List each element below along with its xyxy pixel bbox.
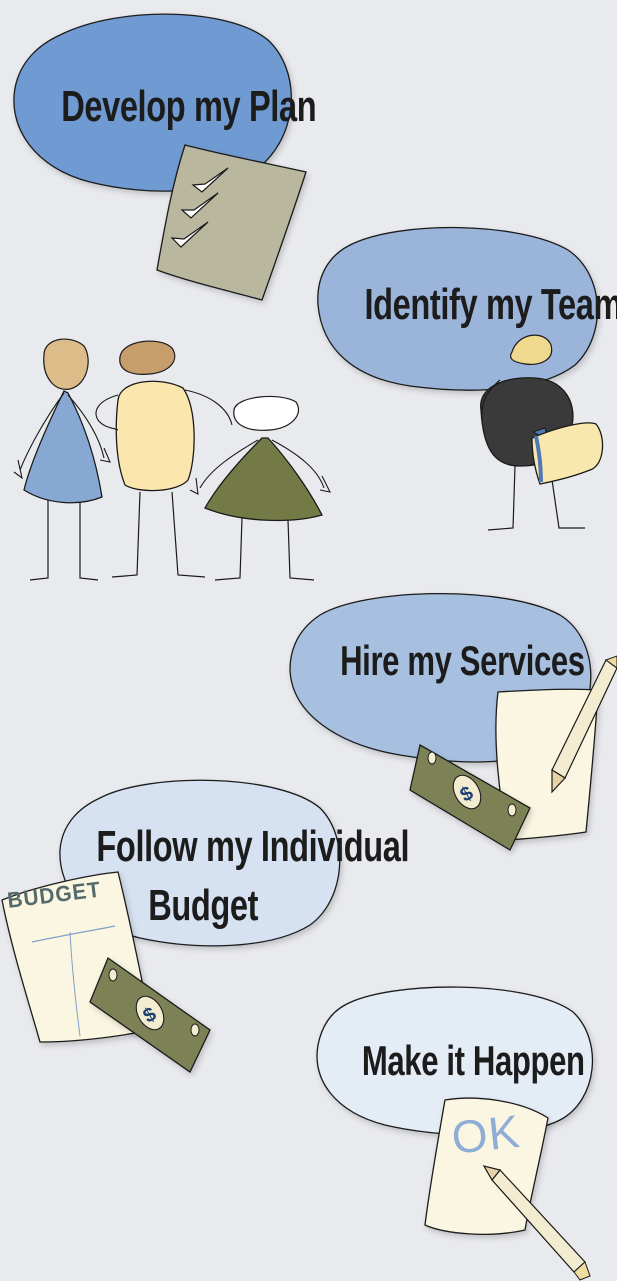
check-icon — [170, 221, 209, 248]
ok-sheet-text: OK — [449, 1104, 523, 1164]
step-develop-plan: Develop my Plan — [61, 82, 317, 131]
contract-paper — [495, 688, 599, 841]
step-follow-budget-line2: Budget — [148, 881, 259, 930]
checklist-icon — [156, 144, 307, 301]
step-follow-budget-line1: Follow my Individual — [96, 822, 410, 871]
step-make-it-happen: Make it Happen — [361, 1037, 585, 1084]
speech-bubble-budget — [59, 779, 341, 947]
step-identify-team: Identify my Team — [364, 280, 617, 329]
person-with-folder — [480, 334, 604, 531]
team-group-illustration — [13, 338, 331, 581]
folder-icon — [531, 422, 604, 485]
dollar-bill-icon: $ — [409, 743, 531, 851]
dollar-bill-icon: $ — [89, 956, 211, 1073]
pencil-icon — [551, 655, 617, 794]
check-icon — [191, 167, 229, 193]
step-hire-services: Hire my Services — [340, 637, 585, 684]
check-icon — [180, 192, 219, 219]
pencil-icon — [482, 1165, 591, 1281]
